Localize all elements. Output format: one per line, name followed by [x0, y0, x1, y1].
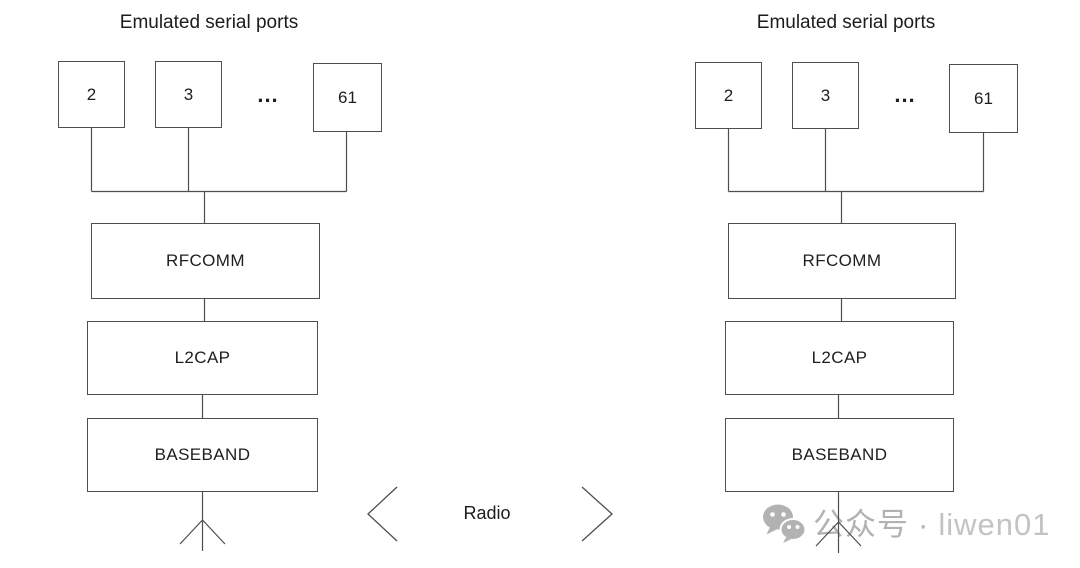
- baseband-layer-box: BASEBAND: [87, 418, 318, 492]
- serial-port-box-61: 61: [949, 64, 1018, 133]
- right-stack-connectors: [727, 127, 985, 418]
- left-stack-connectors: [90, 126, 348, 418]
- right-stack-title: Emulated serial ports: [756, 12, 936, 33]
- wechat-icon: [763, 504, 807, 543]
- watermark: 公众号 · liwen01: [761, 502, 1050, 546]
- ellipsis-dots: ...: [257, 82, 279, 107]
- serial-port-box-61: 61: [313, 63, 382, 132]
- serial-port-box-2: 2: [695, 62, 762, 129]
- watermark-handle: liwen01: [938, 506, 1051, 542]
- serial-port-box-3: 3: [155, 61, 222, 128]
- baseband-layer-box: BASEBAND: [725, 418, 954, 492]
- left-stack-title: Emulated serial ports: [119, 12, 299, 33]
- ellipsis-dots: ...: [894, 82, 916, 107]
- radio-label: Radio: [463, 503, 511, 523]
- serial-port-box-3: 3: [792, 62, 859, 129]
- l2cap-layer-box: L2CAP: [725, 321, 954, 395]
- serial-port-box-2: 2: [58, 61, 125, 128]
- watermark-account-label: 公众号: [813, 506, 909, 542]
- l2cap-layer-box: L2CAP: [87, 321, 318, 395]
- watermark-separator: ·: [918, 506, 930, 542]
- radio-left-chevron-icon: [367, 486, 398, 542]
- rfcomm-layer-box: RFCOMM: [91, 223, 320, 299]
- radio-right-chevron-icon: [581, 486, 613, 542]
- left-antenna-icon: [179, 490, 226, 551]
- rfcomm-layer-box: RFCOMM: [728, 223, 956, 299]
- right-antenna-icon: [815, 490, 862, 553]
